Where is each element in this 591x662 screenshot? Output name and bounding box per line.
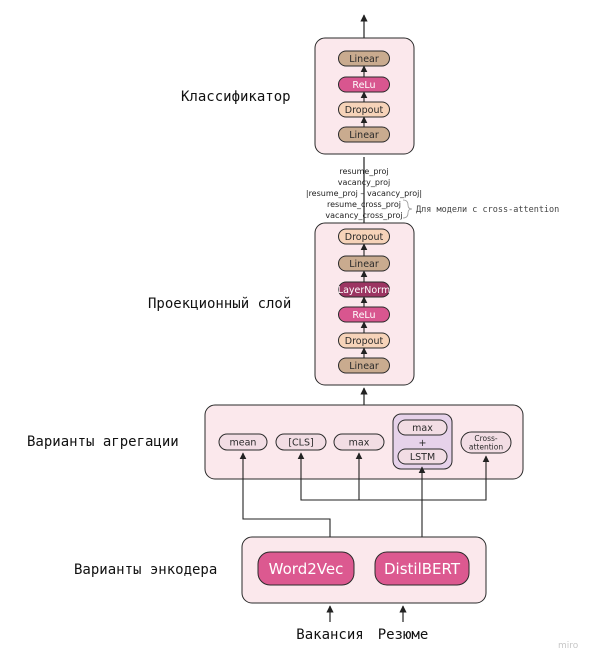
encoder-to-aggregation-connectors — [239, 452, 490, 537]
agg-max-label: max — [349, 438, 370, 449]
label-classifier: Классификатор — [181, 89, 291, 105]
agg-cross-attention-label-2: attention — [469, 443, 503, 452]
projection-label-4: Dropout — [345, 336, 384, 347]
projection-label-1: Linear — [349, 259, 379, 270]
agg-cross-attention-label-1: Cross- — [474, 434, 498, 443]
agg-combo-max-label: max — [412, 423, 433, 434]
projection-label-3: ReLu — [352, 310, 375, 321]
input-vacancy: Вакансия — [296, 627, 363, 643]
agg-max-chip — [333, 433, 385, 451]
projection-label-2: LayerNorm — [338, 285, 390, 296]
agg-combo-lstm-chip — [397, 448, 448, 465]
agg-cls-chip — [275, 433, 327, 451]
encoder-word2vec-label: Word2Vec — [269, 560, 344, 578]
agg-cls-label: [CLS] — [288, 438, 313, 449]
classifier-label-0: Linear — [349, 54, 379, 65]
classifier-label-1: ReLu — [352, 80, 375, 91]
miro-logo: miro — [558, 641, 579, 651]
agg-mean-chip — [218, 433, 268, 451]
agg-cross-attention-chip — [460, 431, 512, 454]
agg-combo-plus: + — [419, 438, 427, 449]
cross-attention-brace — [402, 199, 413, 219]
label-projection: Проекционный слой — [148, 296, 291, 312]
agg-mean-label: mean — [230, 438, 257, 449]
label-aggregation: Варианты агрегации — [27, 434, 179, 450]
classifier-label-2: Dropout — [345, 105, 384, 116]
agg-combo-max-chip — [397, 419, 448, 436]
projection-label-0: Dropout — [345, 232, 384, 243]
projection-label-5: Linear — [349, 361, 379, 372]
encoder-distilbert-label: DistilBERT — [384, 560, 461, 578]
input-resume: Резюме — [378, 627, 429, 643]
encoder-word2vec-chip — [257, 551, 355, 586]
encoder-distilbert-chip — [374, 551, 470, 586]
label-encoder: Варианты энкодера — [74, 562, 217, 578]
cross-attention-note: Для модели с cross-attention — [416, 205, 559, 215]
classifier-label-3: Linear — [349, 130, 379, 141]
agg-combo-lstm-label: LSTM — [410, 452, 435, 463]
